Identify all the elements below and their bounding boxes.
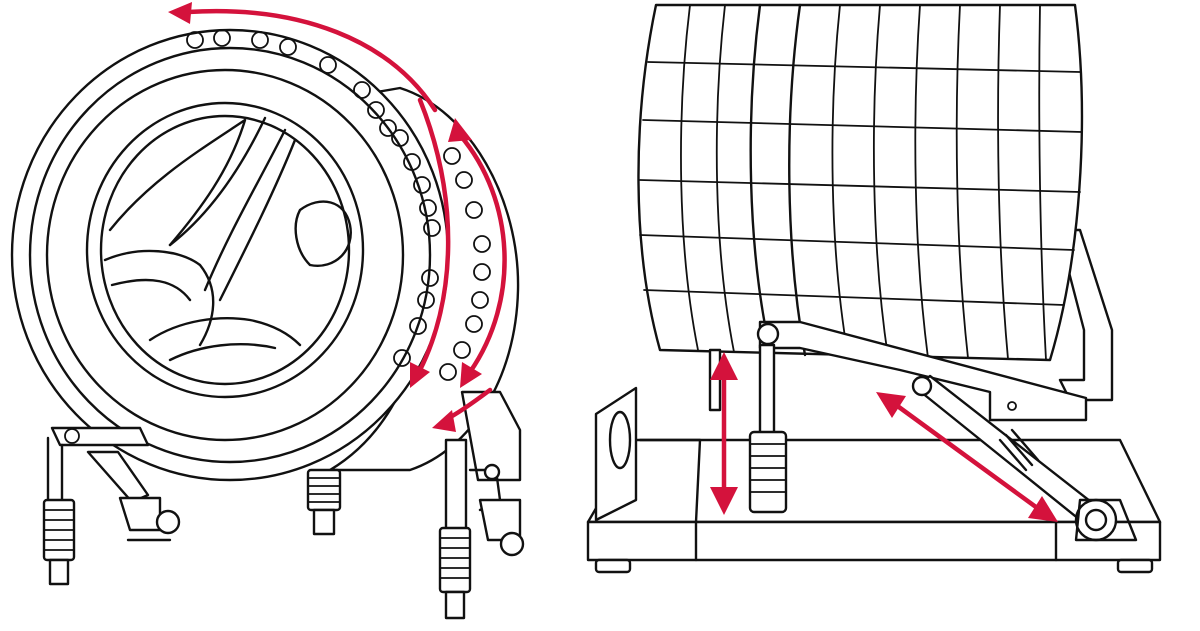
grid-horizontals <box>639 61 1083 306</box>
diagonal-strut <box>911 374 1138 542</box>
left-panel-drum <box>10 2 525 620</box>
ring-rotation-arrows <box>168 2 507 432</box>
drum-outer-ring <box>10 28 450 482</box>
left-support-frame <box>42 390 525 620</box>
drum-body-grid <box>637 3 1084 362</box>
drum-opening-inner <box>99 114 351 386</box>
arrow-ring-side-rotation <box>457 132 507 375</box>
ring-holes <box>186 29 441 367</box>
center-spring <box>306 468 342 536</box>
arrow-ring-top-rotation <box>185 8 438 113</box>
tilt-lever-arm <box>758 320 1088 422</box>
drum-interior <box>103 116 352 362</box>
grid-verticals <box>680 4 1047 361</box>
back-ring-holes <box>439 147 491 381</box>
drum-opening <box>85 101 365 399</box>
arrow-diagonal-strut <box>889 399 1043 513</box>
drum-front-rim <box>45 68 405 442</box>
right-spring <box>438 526 472 620</box>
right-panel-drum-tilt <box>586 3 1162 574</box>
drum-outer-ring-inner-edge <box>28 46 432 464</box>
left-spring <box>42 498 76 586</box>
tilt-arrows <box>710 352 1058 522</box>
arrow-ring-lower-rotation <box>417 97 451 373</box>
